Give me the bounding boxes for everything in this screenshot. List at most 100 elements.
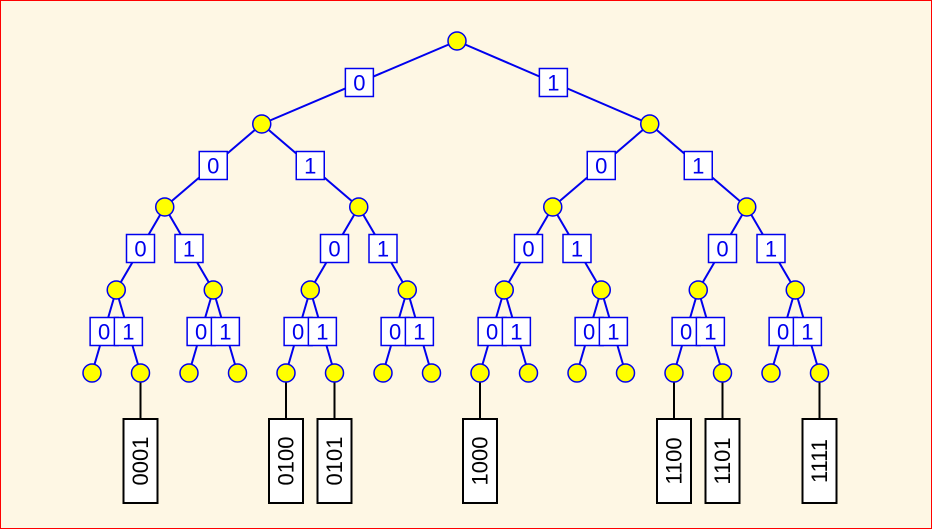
branch-label-100: 0: [513, 233, 544, 264]
key-1101: 1101: [704, 418, 741, 504]
branch-label-box: [344, 67, 375, 98]
node-1100: [664, 363, 684, 383]
key-box: [801, 418, 838, 504]
branch-label-text: 1: [316, 320, 328, 345]
node-010: [300, 280, 320, 300]
branch-label-011: 1: [368, 233, 398, 264]
branch-label-box: [477, 316, 507, 347]
branch-label-box: [695, 316, 726, 347]
node-0101: [324, 363, 345, 383]
node-01: [349, 197, 369, 217]
branch-label-text: 1: [183, 237, 195, 262]
branch-label-box: [307, 316, 338, 347]
branch-label-1101: 1: [695, 316, 726, 347]
branch-label-text: 1: [571, 237, 583, 262]
node-1101: [712, 363, 733, 383]
key-0100: 0100: [268, 418, 304, 504]
branch-label-000: 0: [125, 233, 156, 264]
branch-label-box: [707, 233, 738, 264]
branch-label-box: [404, 316, 435, 347]
branch-label-text: 1: [304, 154, 316, 179]
key-text: 0101: [322, 437, 347, 486]
branch-label-101: 1: [562, 233, 592, 264]
branch-label-box: [513, 233, 544, 264]
branch-label-1: 1: [538, 67, 569, 98]
branch-label-box: [319, 233, 350, 264]
key-1111: 1111: [801, 418, 838, 504]
key-text: 1101: [710, 437, 735, 484]
root-node: [447, 31, 467, 51]
key-1100: 1100: [656, 418, 692, 504]
node-0000: [82, 363, 102, 383]
branch-label-box: [368, 233, 398, 264]
key-text: 0100: [274, 437, 299, 486]
node-1010: [567, 363, 587, 383]
key-connectors: [139, 382, 821, 419]
branch-label-text: 0: [328, 237, 340, 262]
node-0011: [227, 363, 248, 383]
branch-label-0010: 0: [186, 316, 216, 347]
node-0100: [276, 363, 296, 383]
branch-label-box: [586, 150, 616, 181]
branch-label-text: 0: [292, 320, 304, 345]
node-11: [737, 197, 757, 217]
branch-label-text: 1: [122, 320, 134, 345]
branch-label-text: 1: [377, 237, 389, 262]
node-011: [397, 280, 417, 300]
branch-label-text: 0: [522, 237, 534, 262]
node-00: [155, 197, 175, 217]
key-box: [656, 418, 692, 504]
branch-label-box: [210, 316, 241, 347]
branch-label-box: [125, 233, 156, 264]
branch-label-text: 1: [801, 320, 813, 345]
branch-label-text: 0: [134, 237, 146, 262]
branch-label-box: [501, 316, 532, 347]
branch-label-text: 0: [207, 154, 219, 179]
branch-label-text: 0: [680, 320, 692, 345]
branch-label-text: 1: [510, 320, 522, 345]
branch-label-0000: 0: [89, 316, 119, 347]
branch-label-text: 1: [607, 320, 619, 345]
branch-label-box: [562, 233, 592, 264]
node-1: [640, 114, 660, 134]
key-text: 1100: [662, 437, 687, 484]
branch-label-010: 0: [319, 233, 350, 264]
nodes: [82, 31, 830, 383]
node-110: [688, 280, 708, 300]
node-1110: [761, 363, 781, 383]
branch-label-text: 1: [765, 237, 777, 262]
node-10: [543, 197, 563, 217]
branch-label-0110: 0: [380, 316, 410, 347]
key-text: 1111: [807, 439, 832, 483]
node-1011: [615, 363, 636, 383]
node-111: [785, 280, 805, 300]
branch-label-box: [768, 316, 798, 347]
branch-label-box: [174, 233, 204, 264]
key-box: [316, 418, 353, 504]
node-0001: [130, 363, 151, 383]
node-1001: [518, 363, 539, 383]
branch-label-1001: 1: [501, 316, 532, 347]
branch-label-text: 0: [98, 320, 110, 345]
branch-label-01: 1: [295, 150, 325, 181]
branch-label-1011: 1: [598, 316, 629, 347]
branch-label-11: 1: [683, 150, 713, 181]
node-101: [591, 280, 611, 300]
branch-label-1110: 0: [768, 316, 798, 347]
branch-label-box: [538, 67, 569, 98]
branch-label-001: 1: [174, 233, 204, 264]
node-001: [203, 280, 223, 300]
branch-label-box: [756, 233, 786, 264]
branch-label-text: 1: [692, 154, 704, 179]
node-1000: [470, 363, 490, 383]
node-0010: [179, 363, 199, 383]
branch-label-1111: 1: [792, 316, 823, 347]
branch-label-00: 0: [198, 150, 228, 181]
branch-label-text: 0: [583, 320, 595, 345]
branch-label-110: 0: [707, 233, 738, 264]
node-0110: [373, 363, 393, 383]
